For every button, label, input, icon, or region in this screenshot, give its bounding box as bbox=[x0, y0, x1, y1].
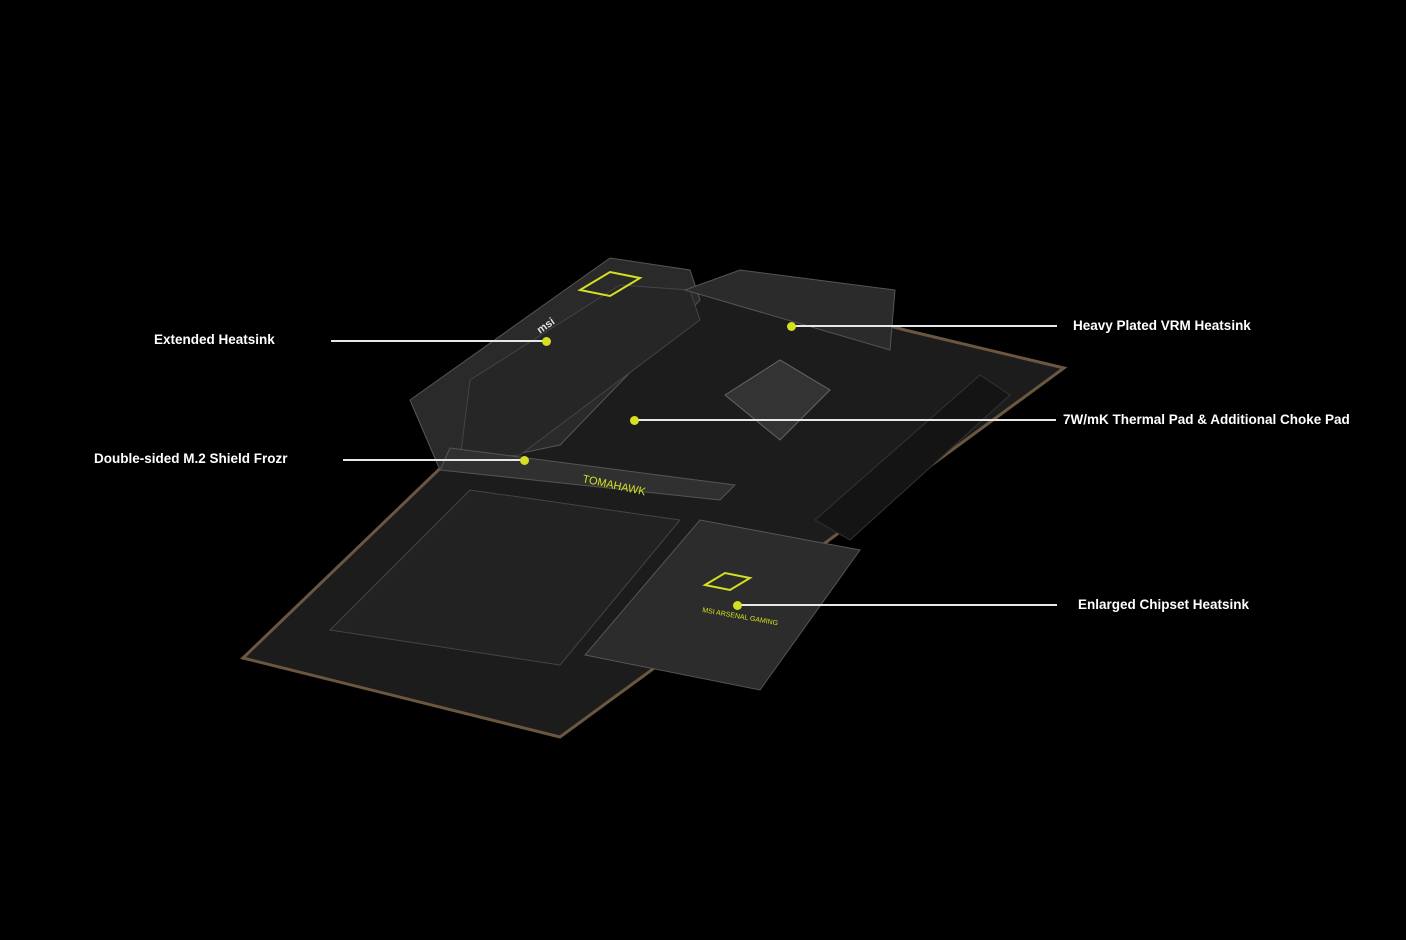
callout-dot-vrm-heatsink bbox=[786, 321, 796, 331]
callout-line-vrm-heatsink bbox=[791, 325, 1057, 327]
callout-label-vrm-heatsink: Heavy Plated VRM Heatsink bbox=[1073, 318, 1251, 333]
dimm-slots bbox=[814, 374, 1011, 541]
callout-label-extended-heatsink: Extended Heatsink bbox=[154, 332, 275, 347]
cpu-socket bbox=[724, 359, 831, 441]
m2-shield-shape bbox=[439, 447, 737, 501]
callout-line-extended-heatsink bbox=[331, 340, 546, 342]
callout-dot-extended-heatsink bbox=[541, 336, 551, 346]
callout-dot-thermal-pad bbox=[629, 415, 639, 425]
callout-dot-double-sided-m2 bbox=[519, 455, 529, 465]
chipset-logo bbox=[702, 571, 753, 592]
callout-line-thermal-pad bbox=[634, 419, 1056, 421]
vrm-heatsink-shape bbox=[683, 269, 896, 351]
pcie-area bbox=[328, 489, 681, 666]
heatsink-logo bbox=[577, 270, 643, 298]
callout-label-chipset-heatsink: Enlarged Chipset Heatsink bbox=[1078, 597, 1250, 612]
callout-dot-chipset-heatsink bbox=[732, 600, 742, 610]
callout-line-double-sided-m2 bbox=[343, 459, 524, 461]
callout-line-chipset-heatsink bbox=[737, 604, 1057, 606]
chipset-heatsink-shape bbox=[584, 519, 861, 691]
callout-label-double-sided-m2: Double-sided M.2 Shield Frozr bbox=[94, 451, 288, 466]
callout-label-thermal-pad: 7W/mK Thermal Pad & Additional Choke Pad bbox=[1063, 412, 1350, 427]
